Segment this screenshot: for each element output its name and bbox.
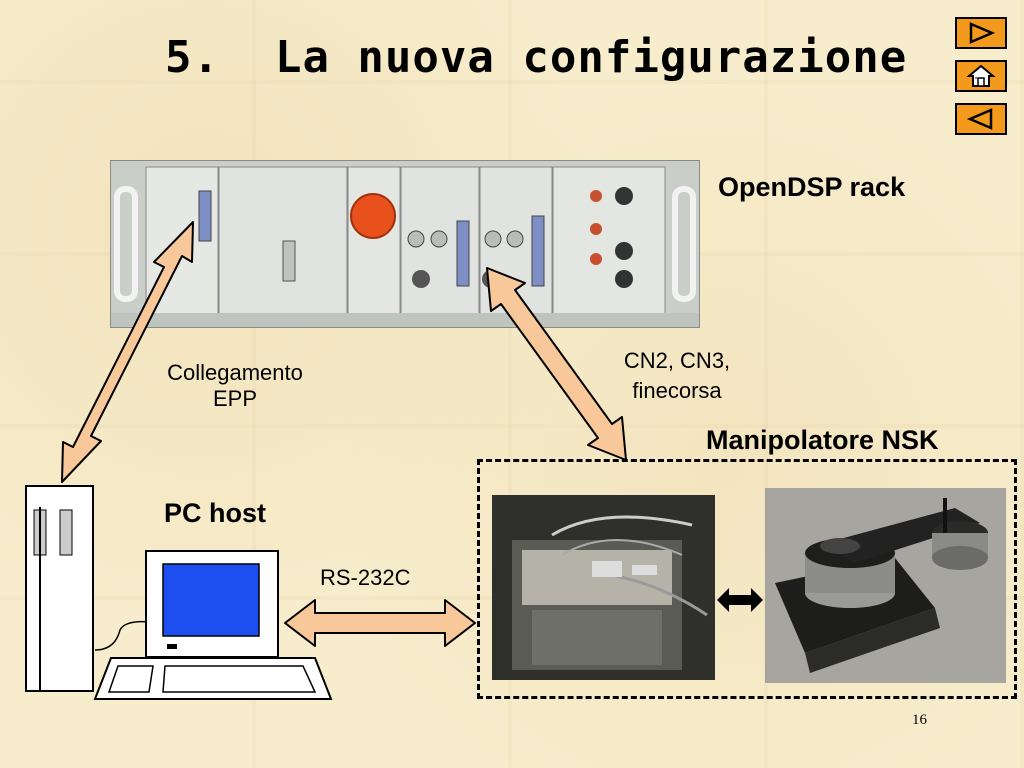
home-icon — [966, 64, 996, 87]
cn-label: CN2, CN3, finecorsa — [592, 346, 762, 406]
play-left-icon — [966, 108, 993, 130]
pc-keyboard — [93, 657, 333, 700]
epp-label: Collegamento EPP — [140, 360, 330, 412]
cn-label-line1: CN2, CN3, — [623, 348, 731, 373]
black-double-arrow — [717, 588, 763, 612]
manipulator-photo — [765, 488, 1006, 683]
manipulator-label: Manipolatore NSK — [706, 425, 939, 455]
monitor-screen — [162, 563, 260, 637]
home-button[interactable] — [955, 60, 1007, 92]
rs232-arrow — [284, 599, 476, 647]
rack-label: OpenDSP rack — [718, 172, 906, 202]
pc-monitor — [145, 550, 279, 658]
slide-title: 5. La nuova configurazione — [165, 32, 908, 83]
previous-slide-button[interactable] — [955, 103, 1007, 135]
pc-host-label: PC host — [164, 498, 267, 528]
next-slide-button[interactable] — [955, 17, 1007, 49]
controller-photo — [492, 495, 715, 680]
manipulator-group-box — [477, 459, 1017, 699]
pc-tower — [25, 485, 94, 692]
epp-label-line1: Collegamento — [167, 360, 303, 385]
cn-label-line2: finecorsa — [632, 378, 722, 403]
epp-label-line2: EPP — [212, 386, 258, 411]
pc-cable — [95, 620, 151, 651]
play-right-icon — [969, 22, 996, 44]
page-number: 16 — [912, 712, 927, 728]
opendsp-rack-photo — [110, 160, 700, 328]
rs232-label: RS-232C — [320, 565, 411, 590]
